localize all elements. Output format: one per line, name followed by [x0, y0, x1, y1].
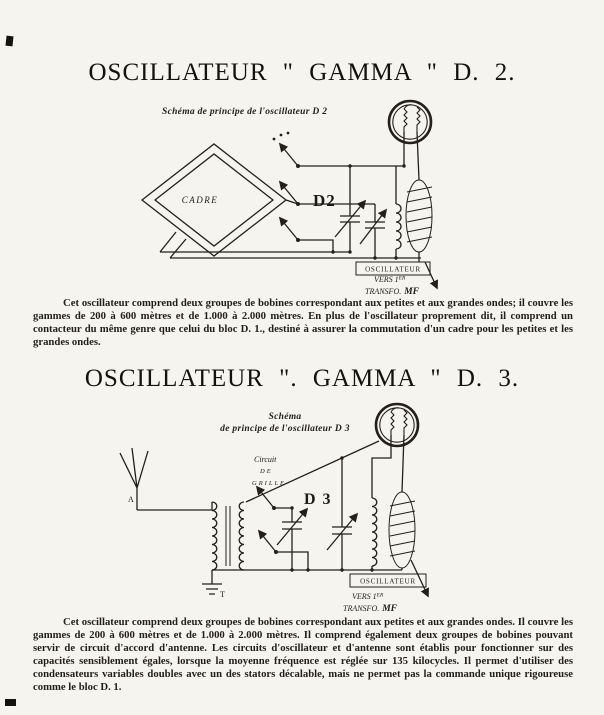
- antenna-grid-coils: [211, 501, 245, 571]
- title-d2: OSCILLATEUR " GAMMA " D. 2.: [88, 59, 516, 86]
- caption-d3: Schéma de principe de l'oscillateur D 3: [210, 412, 360, 435]
- model-label-d2: D2: [313, 191, 336, 210]
- variable-capacitor-2: [359, 208, 388, 245]
- selector-switches: [255, 485, 278, 554]
- caption-d3-line1: Schéma: [268, 412, 302, 422]
- vers-premier-label: VERS 1ER: [374, 275, 406, 284]
- transfo-text: TRANSFO.: [343, 604, 379, 613]
- variable-capacitor-1: [276, 507, 309, 546]
- vers-transfo-annotation: VERS 1ER TRANSFO.MF: [343, 559, 429, 614]
- oscillateur-label: OSCILLATEUR: [365, 266, 421, 274]
- variable-capacitor-1: [334, 199, 367, 238]
- schematic-d2-figure: CADRE: [140, 99, 439, 297]
- scan-artifact-top: [5, 35, 14, 47]
- scan-artifact-bottom: [5, 699, 16, 706]
- transfo-text: TRANSFO.: [365, 287, 401, 296]
- ground-icon: [202, 570, 222, 595]
- schematic-d3-figure: A Circuit DE GRILLE T: [119, 402, 429, 614]
- vers-text: VERS 1: [374, 275, 399, 284]
- oscillateur-label: OSCILLATEUR: [360, 578, 416, 586]
- model-label-d3: D 3: [304, 491, 332, 508]
- ground-terminal-label: T: [220, 590, 225, 599]
- mf-text: MF: [403, 287, 419, 297]
- variable-capacitor-2: [326, 512, 359, 551]
- connection-wires: [160, 131, 421, 262]
- transfo-mf-label: TRANSFO.MF: [343, 604, 398, 614]
- vers-sup-text: ER: [398, 276, 406, 282]
- mf-transformer-coil: [405, 179, 433, 253]
- connection-wires: [137, 434, 405, 572]
- paragraph-d2: Cet oscillateur comprend deux groupes de…: [33, 297, 573, 348]
- vers-sup-text: ER: [376, 593, 384, 599]
- de-text: DE: [259, 468, 273, 475]
- vers-premier-label: VERS 1ER: [352, 592, 384, 601]
- caption-d3-line2: de principe de l'oscillateur D 3: [220, 423, 350, 434]
- vers-text: VERS 1: [352, 592, 377, 601]
- paragraph-d3: Cet oscillateur comprend deux groupes de…: [33, 616, 573, 693]
- transfo-mf-label: TRANSFO.MF: [365, 287, 420, 297]
- mf-text: MF: [381, 604, 397, 614]
- grid-circuit-label: Circuit DE GRILLE: [252, 455, 286, 487]
- vacuum-tube-icon: [374, 402, 420, 448]
- antenna-icon: [119, 447, 149, 510]
- oscillateur-label-box: OSCILLATEUR: [349, 573, 427, 588]
- vers-transfo-annotation: VERS 1ER TRANSFO.MF: [365, 261, 439, 297]
- selector-switches: [272, 131, 300, 242]
- title-d3: OSCILLATEUR ". GAMMA " D. 3.: [84, 365, 520, 392]
- circuit-text: Circuit: [254, 455, 277, 464]
- cadre-label: CADRE: [182, 195, 219, 205]
- antenna-terminal-label: A: [128, 495, 134, 504]
- oscillator-coil: [395, 203, 402, 250]
- grille-text: GRILLE: [252, 480, 286, 487]
- vacuum-tube-icon: [387, 99, 433, 145]
- caption-d2: Schéma de principe de l'oscillateur D 2: [162, 107, 328, 117]
- oscillator-transformer-coils: [371, 491, 416, 569]
- oscillateur-label-box: OSCILLATEUR: [355, 261, 431, 276]
